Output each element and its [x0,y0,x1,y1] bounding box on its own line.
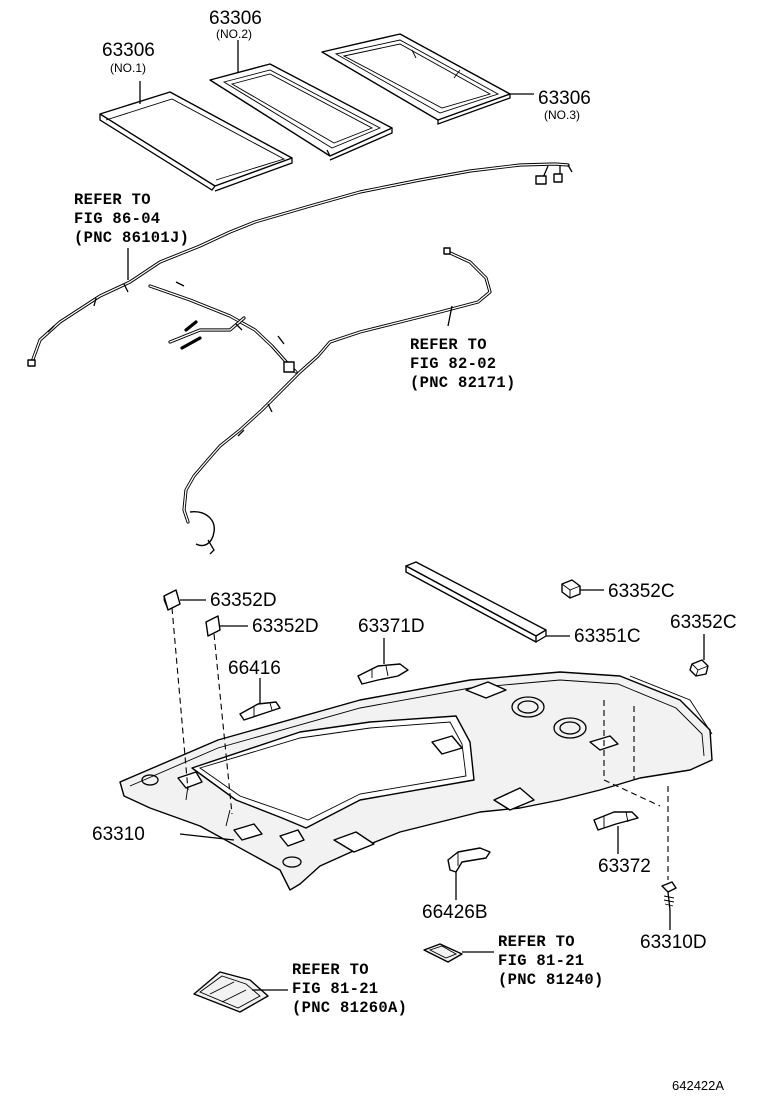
ref-81240-line1: REFER TO [498,933,575,951]
label-66416: 66416 [228,658,281,679]
label-63310d: 63310D [640,932,707,953]
ref-81260a-line3: (PNC 81260A) [292,999,407,1017]
holder-66416 [239,701,281,721]
lamp-81260a [193,971,269,1013]
figure-code: 642422A [672,1078,724,1093]
harness-86101j [27,162,573,367]
label-63352d-b: 63352D [252,616,319,637]
label-63306-no1-sub: (NO.1) [110,61,146,75]
label-63306-no3: 63306 [538,88,591,109]
label-63352c-a: 63352C [608,581,675,602]
label-63352d-a: 63352D [210,590,277,611]
label-63371d: 63371D [358,616,425,637]
label-63306-no1: 63306 [102,40,155,61]
holder-66426b [447,847,491,873]
ref-86101j-line2: FIG 86-04 [74,210,160,228]
label-63372: 63372 [598,856,651,877]
clip-63352d-a [163,589,181,611]
ref-81260a-line2: FIG 81-21 [292,980,378,998]
ref-86101j-line3: (PNC 86101J) [74,229,189,247]
ref-82171-line3: (PNC 82171) [410,374,516,392]
lamp-81240 [423,943,463,963]
bracket-63371d [357,663,409,685]
label-63306-no2-sub: (NO.2) [216,27,252,41]
ref-81240-line3: (PNC 81240) [498,971,604,989]
headliner-63310 [119,671,713,891]
label-63306-no3-sub: (NO.3) [544,108,580,122]
label-63306-no2: 63306 [209,8,262,29]
pad-63351c [405,561,547,643]
holder-63372 [593,811,639,831]
clip-63352c-b [689,659,709,677]
screw-63310d [661,881,677,911]
label-63352c-b: 63352C [670,612,737,633]
harness-82171 [148,247,492,555]
ref-81240-line2: FIG 81-21 [498,952,584,970]
ref-82171-line2: FIG 82-02 [410,355,496,373]
ref-86101j-line1: REFER TO [74,191,151,209]
ref-81260a-line1: REFER TO [292,961,369,979]
clip-63352c-a [561,579,581,599]
label-63310: 63310 [92,824,145,845]
roof-panel-no1 [99,91,293,192]
ref-82171-line1: REFER TO [410,336,487,354]
label-66426b: 66426B [422,902,488,923]
roof-panel-no2 [209,63,393,161]
label-63351c: 63351C [574,626,641,647]
clip-63352d-b [205,615,221,637]
